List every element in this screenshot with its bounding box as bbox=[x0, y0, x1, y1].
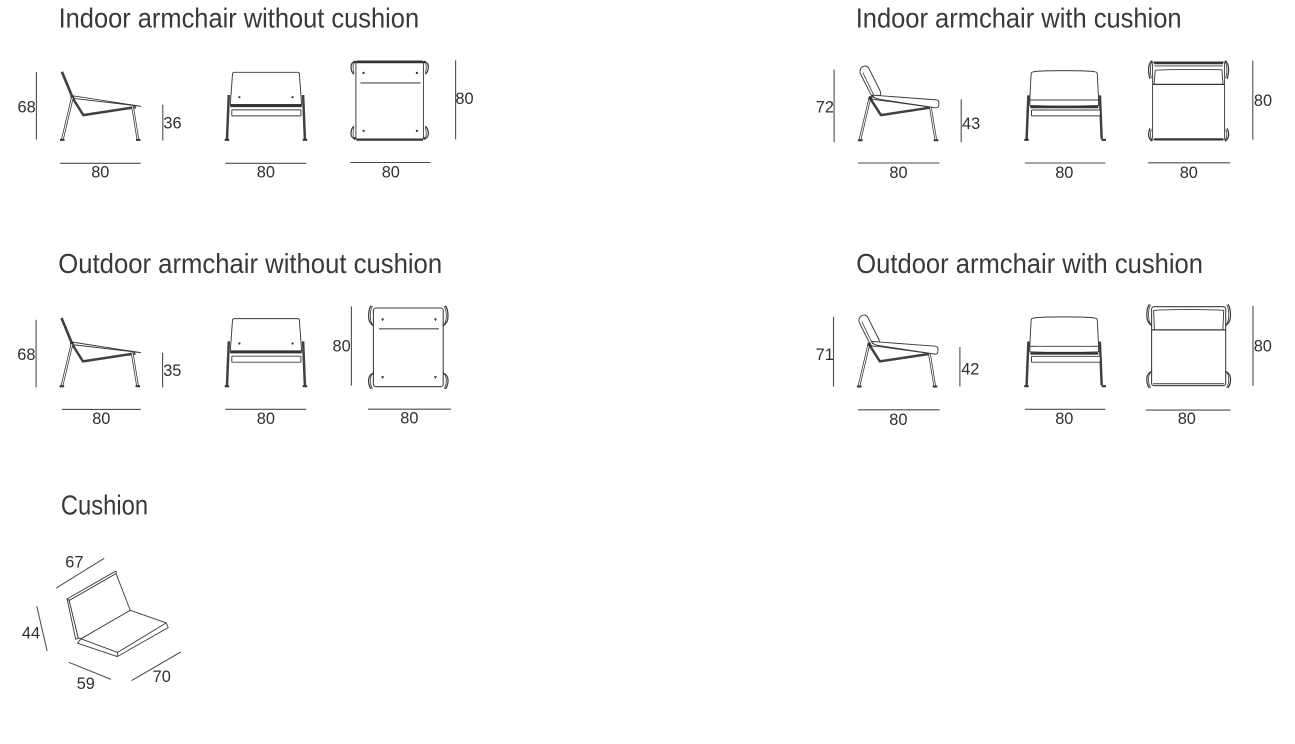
svg-text:80: 80 bbox=[1254, 91, 1272, 110]
svg-text:71: 71 bbox=[816, 345, 834, 364]
svg-text:44: 44 bbox=[22, 624, 40, 643]
svg-text:68: 68 bbox=[17, 345, 35, 364]
svg-text:70: 70 bbox=[153, 667, 171, 686]
svg-text:80: 80 bbox=[1055, 409, 1073, 428]
svg-text:80: 80 bbox=[1055, 163, 1073, 182]
svg-text:80: 80 bbox=[257, 163, 275, 182]
svg-text:35: 35 bbox=[163, 361, 181, 380]
svg-text:Cushion: Cushion bbox=[61, 490, 148, 521]
svg-text:Indoor armchair without cushio: Indoor armchair without cushion bbox=[59, 2, 420, 33]
svg-text:80: 80 bbox=[257, 409, 275, 428]
svg-text:Indoor armchair with cushion: Indoor armchair with cushion bbox=[856, 2, 1182, 33]
svg-text:80: 80 bbox=[455, 89, 473, 108]
svg-text:80: 80 bbox=[92, 409, 110, 428]
svg-text:42: 42 bbox=[961, 359, 979, 378]
svg-text:59: 59 bbox=[77, 674, 95, 693]
svg-text:Outdoor armchair without cushi: Outdoor armchair without cushion bbox=[58, 248, 442, 279]
svg-text:80: 80 bbox=[1180, 163, 1198, 182]
svg-text:80: 80 bbox=[91, 163, 109, 182]
svg-text:80: 80 bbox=[1254, 337, 1272, 356]
svg-text:Outdoor armchair with cushion: Outdoor armchair with cushion bbox=[856, 248, 1203, 279]
svg-text:36: 36 bbox=[163, 114, 181, 133]
svg-text:80: 80 bbox=[333, 337, 351, 356]
svg-text:80: 80 bbox=[889, 410, 907, 429]
svg-text:80: 80 bbox=[1178, 409, 1196, 428]
svg-text:68: 68 bbox=[18, 98, 36, 117]
svg-text:80: 80 bbox=[382, 162, 400, 181]
svg-text:43: 43 bbox=[962, 114, 980, 133]
svg-text:80: 80 bbox=[889, 163, 907, 182]
svg-text:72: 72 bbox=[816, 97, 834, 116]
svg-text:80: 80 bbox=[400, 409, 418, 428]
svg-text:67: 67 bbox=[65, 552, 83, 571]
